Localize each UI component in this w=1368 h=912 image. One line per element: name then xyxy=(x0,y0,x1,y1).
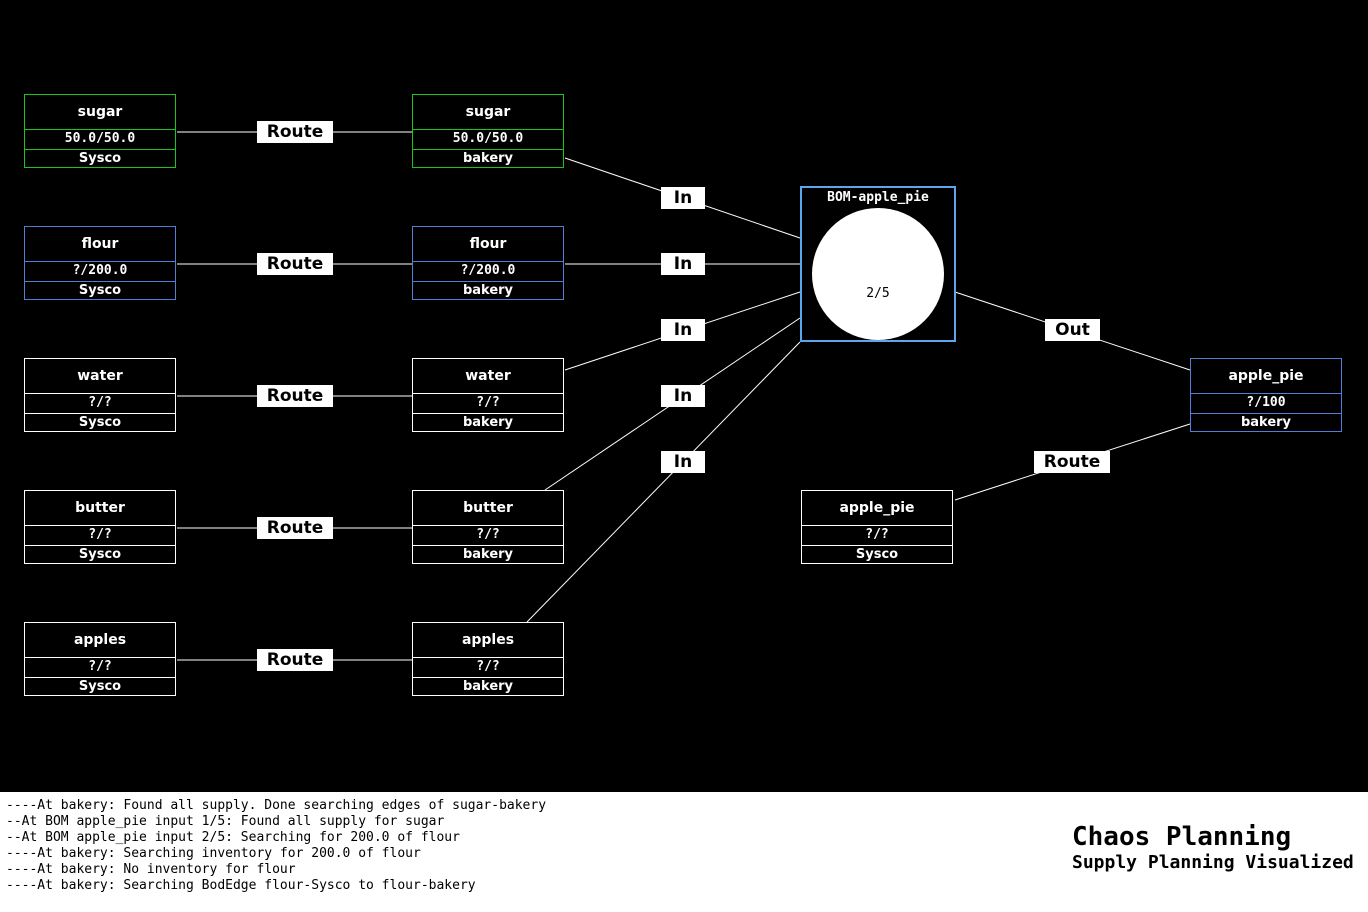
bom-progress-circle: 2/5 xyxy=(812,208,944,340)
node-location: bakery xyxy=(462,547,514,562)
node-sugar-sysco[interactable]: sugar 50.0/50.0 Sysco xyxy=(24,94,176,168)
log-line: ----At bakery: Searching inventory for 2… xyxy=(6,846,421,861)
node-location: bakery xyxy=(462,151,514,166)
node-apples-sysco[interactable]: apples ?/? Sysco xyxy=(24,622,176,696)
node-name: sugar xyxy=(25,95,175,130)
node-flour-sysco[interactable]: flour ?/200.0 Sysco xyxy=(24,226,176,300)
out-label-apple-pie[interactable]: Out xyxy=(1045,319,1100,341)
route-label-apples[interactable]: Route xyxy=(257,649,333,671)
route-label-sugar[interactable]: Route xyxy=(257,121,333,143)
route-label-flour[interactable]: Route xyxy=(257,253,333,275)
node-name: butter xyxy=(25,491,175,526)
node-apple-pie-sysco[interactable]: apple_pie ?/? Sysco xyxy=(801,490,953,564)
node-qty: ?/? xyxy=(25,657,175,678)
node-name: apple_pie xyxy=(802,491,952,526)
node-location: Sysco xyxy=(78,283,122,298)
node-name: flour xyxy=(413,227,563,262)
route-label-water[interactable]: Route xyxy=(257,385,333,407)
node-name: water xyxy=(413,359,563,394)
node-butter-sysco[interactable]: butter ?/? Sysco xyxy=(24,490,176,564)
node-name: apples xyxy=(413,623,563,658)
log-line: ----At bakery: Searching BodEdge flour-S… xyxy=(6,878,476,893)
log-panel: ----At bakery: Found all supply. Done se… xyxy=(0,792,1368,912)
node-apple-pie-bakery[interactable]: apple_pie ?/100 bakery xyxy=(1190,358,1342,432)
node-location: bakery xyxy=(462,283,514,298)
log-line: ----At bakery: Found all supply. Done se… xyxy=(6,798,547,813)
in-label-water[interactable]: In xyxy=(661,319,705,341)
node-qty: ?/200.0 xyxy=(25,261,175,282)
node-qty: ?/? xyxy=(413,657,563,678)
node-location: Sysco xyxy=(78,547,122,562)
bom-title: BOM-apple_pie xyxy=(827,190,929,205)
in-label-sugar[interactable]: In xyxy=(661,187,705,209)
node-location: Sysco xyxy=(78,415,122,430)
brand-title: Chaos Planning xyxy=(1072,822,1292,852)
bom-apple-pie[interactable]: BOM-apple_pie 2/5 xyxy=(800,186,956,342)
route-label-butter[interactable]: Route xyxy=(257,517,333,539)
node-name: apple_pie xyxy=(1191,359,1341,394)
route-label-apple-pie[interactable]: Route xyxy=(1034,451,1110,473)
node-location: Sysco xyxy=(78,679,122,694)
log-line: --At BOM apple_pie input 1/5: Found all … xyxy=(6,814,445,829)
bom-progress: 2/5 xyxy=(866,286,890,301)
edge-in-apples xyxy=(526,341,801,623)
node-location: bakery xyxy=(1240,415,1292,430)
brand-subtitle: Supply Planning Visualized xyxy=(1072,852,1354,873)
node-qty: ?/? xyxy=(25,525,175,546)
node-qty: ?/? xyxy=(25,393,175,414)
node-qty: ?/? xyxy=(413,393,563,414)
node-qty: 50.0/50.0 xyxy=(25,129,175,150)
log-line: --At BOM apple_pie input 2/5: Searching … xyxy=(6,830,460,845)
node-qty: ?/200.0 xyxy=(413,261,563,282)
node-sugar-bakery[interactable]: sugar 50.0/50.0 bakery xyxy=(412,94,564,168)
node-water-sysco[interactable]: water ?/? Sysco xyxy=(24,358,176,432)
node-location: bakery xyxy=(462,679,514,694)
node-name: flour xyxy=(25,227,175,262)
node-name: apples xyxy=(25,623,175,658)
node-location: Sysco xyxy=(855,547,899,562)
node-flour-bakery[interactable]: flour ?/200.0 bakery xyxy=(412,226,564,300)
node-apples-bakery[interactable]: apples ?/? bakery xyxy=(412,622,564,696)
node-qty: ?/? xyxy=(802,525,952,546)
log-line: ----At bakery: No inventory for flour xyxy=(6,862,296,877)
in-label-apples[interactable]: In xyxy=(661,451,705,473)
node-qty: ?/100 xyxy=(1191,393,1341,414)
graph-canvas: sugar 50.0/50.0 Sysco flour ?/200.0 Sysc… xyxy=(24,94,1342,696)
in-label-butter[interactable]: In xyxy=(661,385,705,407)
node-qty: ?/? xyxy=(413,525,563,546)
node-location: bakery xyxy=(462,415,514,430)
node-name: water xyxy=(25,359,175,394)
node-name: butter xyxy=(413,491,563,526)
node-location: Sysco xyxy=(78,151,122,166)
node-name: sugar xyxy=(413,95,563,130)
node-water-bakery[interactable]: water ?/? bakery xyxy=(412,358,564,432)
node-butter-bakery[interactable]: butter ?/? bakery xyxy=(412,490,564,564)
node-qty: 50.0/50.0 xyxy=(413,129,563,150)
in-label-flour[interactable]: In xyxy=(661,253,705,275)
